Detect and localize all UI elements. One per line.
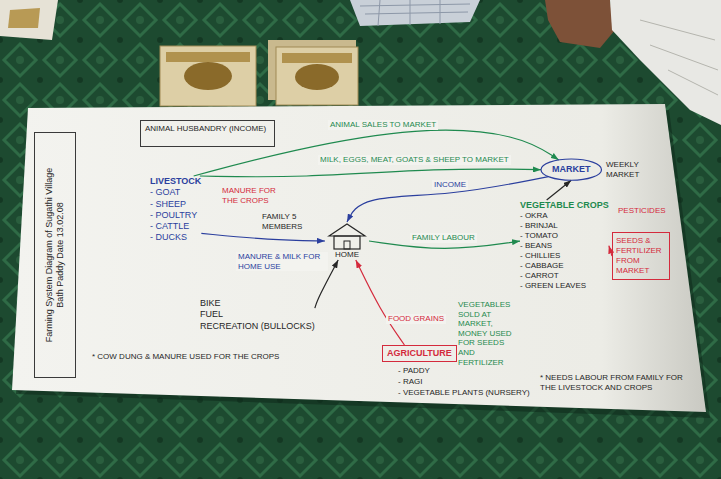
note-text: FAMILY 5 MEMBERS <box>262 212 318 231</box>
note-text: MANURE FOR THE CROPS <box>222 186 282 205</box>
node-heading: AGRICULTURE <box>387 348 452 359</box>
heading-box: ANIMAL HUSBANDRY (INCOME) <box>140 120 275 147</box>
node-text: - CATTLE <box>150 221 201 232</box>
flow-arrow <box>547 180 572 200</box>
node-text: RECREATION (BULLOCKS) <box>200 321 315 332</box>
paper-corner <box>0 0 58 40</box>
livestock-group: LIVESTOCK- GOAT- SHEEP- POULTRY- CATTLE-… <box>150 176 201 244</box>
title-box: Farming System Diagram of Sugathi Villag… <box>34 132 76 378</box>
house-wall <box>334 236 360 249</box>
node-text: - BEANS <box>520 241 609 251</box>
connector-label: MANURE & MILK FOR HOME USE <box>236 252 328 271</box>
note-text: PESTICIDES <box>618 206 666 216</box>
list-item: - PADDY <box>398 366 430 376</box>
flow-arrow <box>200 169 541 177</box>
note-text: VEGETABLES SOLD AT MARKET, MONEY USED FO… <box>458 300 518 367</box>
node-text: - DUCKS <box>150 232 201 243</box>
booklet-ornament <box>184 62 232 90</box>
node-heading: BIKE <box>200 298 315 309</box>
node-heading: MARKET <box>552 164 591 175</box>
node-text: - BRINJAL <box>520 221 609 231</box>
connector-label: FAMILY LABOUR <box>410 233 477 243</box>
rotated-text-frame: Farming System Diagram of Sugathi Villag… <box>35 133 75 377</box>
node-text: - OKRA <box>520 211 609 221</box>
market-circle <box>541 159 602 180</box>
flow-arrow <box>201 233 325 241</box>
checked-cloth <box>350 0 480 26</box>
booklet-band <box>166 52 250 62</box>
booklet <box>276 47 358 105</box>
node-text: - CHILLIES <box>520 251 609 261</box>
node-text: - CARROT <box>520 271 609 281</box>
connector-label: ANIMAL SALES TO MARKET <box>328 120 438 130</box>
household-group: BIKEFUELRECREATION (BULLOCKS) <box>200 298 315 332</box>
node-text: Bath Paddy Date 13.02.08 <box>55 202 66 308</box>
home-node: HOME <box>325 222 369 260</box>
note-text: WEEKLY MARKET <box>606 160 662 179</box>
node-text: - GREEN LEAVES <box>520 281 609 291</box>
node-heading: HOME <box>325 250 369 260</box>
flow-arrow <box>194 130 559 176</box>
house-icon <box>325 222 369 250</box>
input-box: SEEDS & FERTILIZER FROM MARKET <box>612 232 670 280</box>
node-heading: VEGETABLE CROPS <box>520 200 609 211</box>
node-text: - GOAT <box>150 187 201 198</box>
booklet <box>160 46 256 106</box>
flow-arrow <box>347 177 548 222</box>
house-roof <box>329 224 365 236</box>
booklet-band <box>282 53 352 63</box>
flow-arrow <box>356 260 405 345</box>
vegetable-group: VEGETABLE CROPS- OKRA- BRINJAL- TOMATO- … <box>520 200 609 291</box>
node-text: - CABBAGE <box>520 261 609 271</box>
house-door <box>344 241 350 249</box>
node-text: FUEL <box>200 309 315 320</box>
connector-label: MILK, EGGS, MEAT, GOATS & SHEEP TO MARKE… <box>318 155 511 165</box>
node-heading: Farming System Diagram of Sugathi Villag… <box>44 168 55 342</box>
foot <box>545 0 615 48</box>
paper-sheet <box>12 104 706 412</box>
crop-box: AGRICULTURE <box>382 345 457 362</box>
footnote: * COW DUNG & MANURE USED FOR THE CROPS <box>92 352 279 362</box>
market-ellipse: MARKET <box>540 158 603 181</box>
node-heading: ANIMAL HUSBANDRY (INCOME) <box>145 124 266 134</box>
checked-cloth-lines <box>360 0 470 26</box>
list-item: - RAGI <box>398 377 422 387</box>
footnote: * NEEDS LABOUR FROM FAMILY FOR THE LIVES… <box>540 373 690 392</box>
connector-label: FOOD GRAINS <box>386 314 446 324</box>
node-heading: LIVESTOCK <box>150 176 201 187</box>
paper-corner-ornament <box>8 8 40 28</box>
cloth-folds <box>640 20 718 95</box>
node-text: - TOMATO <box>520 231 609 241</box>
node-text: - POULTRY <box>150 210 201 221</box>
list-item: - VEGETABLE PLANTS (NURSERY) <box>398 388 530 398</box>
connector-label: INCOME <box>432 180 468 190</box>
node-heading: SEEDS & FERTILIZER FROM MARKET <box>616 236 666 276</box>
node-text: - SHEEP <box>150 199 201 210</box>
booklet-ornament <box>295 64 339 90</box>
